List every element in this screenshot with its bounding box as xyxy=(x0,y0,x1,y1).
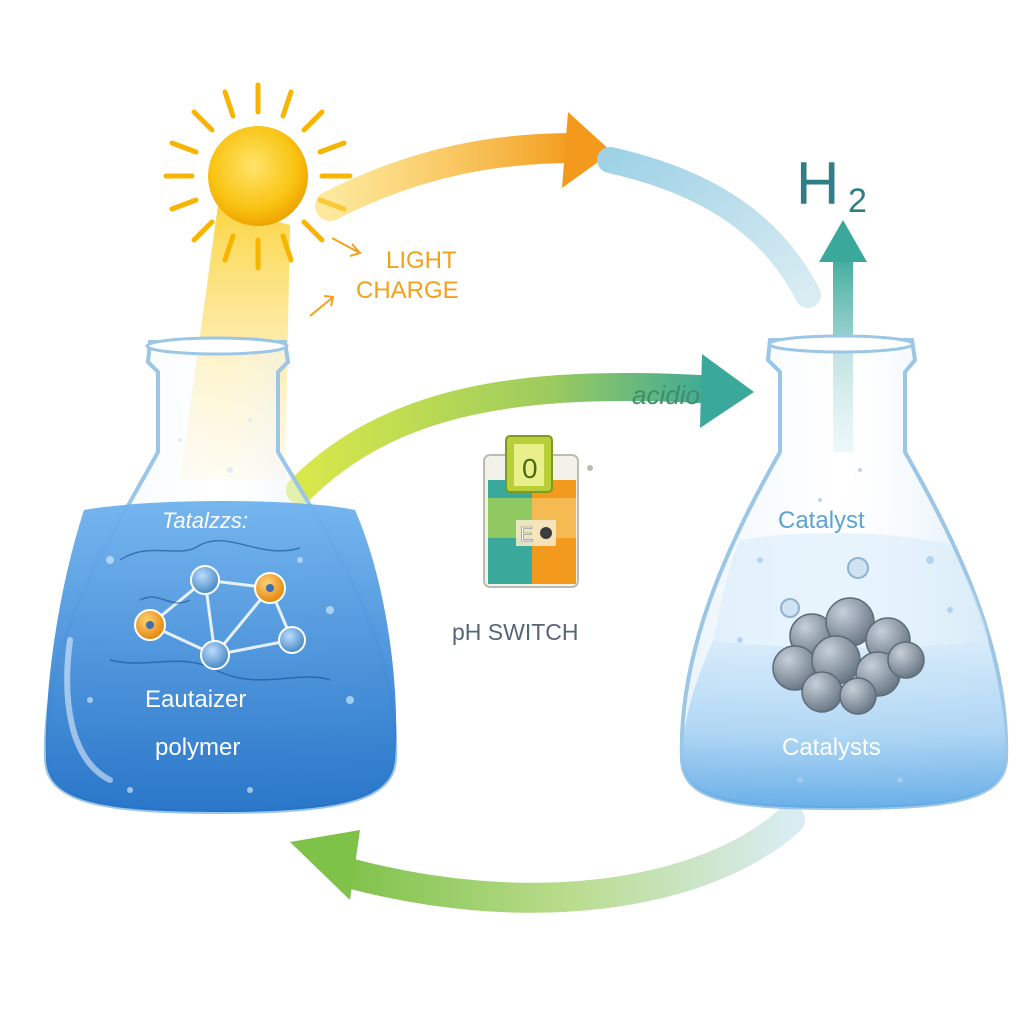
ph-meter-reading: 0 xyxy=(522,453,538,484)
light-charge-label-line1: LIGHT xyxy=(386,247,457,274)
catalyst-cluster xyxy=(772,597,925,715)
hydrogen-subscript: 2 xyxy=(848,182,867,220)
ph-switch-label: pH SWITCH xyxy=(452,619,579,645)
left-flask-bottom-text: polymer xyxy=(155,734,240,761)
ph-meter-icon-text: E xyxy=(520,524,533,546)
right-flask-bottom-text: Catalysts xyxy=(782,734,881,761)
left-flask-top-text: Tatalzzs: xyxy=(162,508,248,533)
polymer-node-blue xyxy=(278,626,306,654)
polymer-network xyxy=(109,540,331,681)
polymer-node-blue xyxy=(190,565,220,595)
hydrogen-label: H xyxy=(796,150,839,217)
right-flask-top-text: Catalyst xyxy=(778,507,865,534)
polymer-node-blue xyxy=(200,640,230,670)
left-flask-mid-text: Eautaizer xyxy=(145,686,246,713)
ph-switch-meter: 0 E xyxy=(483,435,593,588)
spark-icon xyxy=(309,237,362,317)
sun-icon xyxy=(163,82,353,271)
acidic-label: acidio xyxy=(632,380,700,410)
orange-arrow xyxy=(315,112,612,221)
light-charge-label-line2: CHARGE xyxy=(356,277,459,304)
green-arrow xyxy=(286,354,754,504)
light-blue-arrow xyxy=(597,147,821,308)
right-flask xyxy=(679,334,1009,811)
return-arrow xyxy=(290,805,805,913)
